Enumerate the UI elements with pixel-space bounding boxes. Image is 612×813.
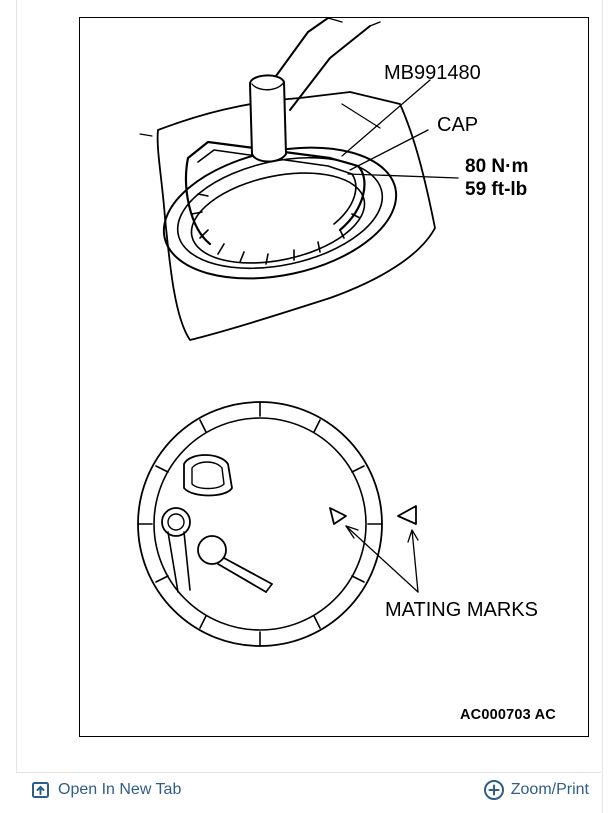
open-in-new-tab-button[interactable]: Open In New Tab [30, 779, 181, 801]
torque-ftlb: 59 ft-lb [465, 179, 528, 200]
mating-marks-label: MATING MARKS [385, 599, 538, 621]
image-viewer: MB991480 CAP 80 N·m 59 ft-lb MATING MARK… [16, 0, 603, 813]
figure-id: AC000703 AC [460, 707, 556, 723]
service-diagram: MB991480 CAP 80 N·m 59 ft-lb MATING MARK… [79, 17, 589, 737]
open-in-new-tab-label: Open In New Tab [58, 781, 182, 798]
torque-nm: 80 N·m [465, 156, 529, 177]
fuel-pump-cap-illustration [137, 18, 459, 647]
open-in-new-tab-icon [30, 779, 52, 801]
torque-spec: 80 N·m 59 ft-lb [465, 155, 528, 201]
image-actions-bar: Open In New Tab Zoom/Print [16, 772, 601, 813]
tool-number-label: MB991480 [384, 62, 481, 84]
plus-circle-icon [483, 779, 505, 801]
zoom-print-label: Zoom/Print [510, 781, 589, 798]
zoom-print-button[interactable]: Zoom/Print [483, 779, 589, 801]
cap-label: CAP [437, 114, 479, 136]
